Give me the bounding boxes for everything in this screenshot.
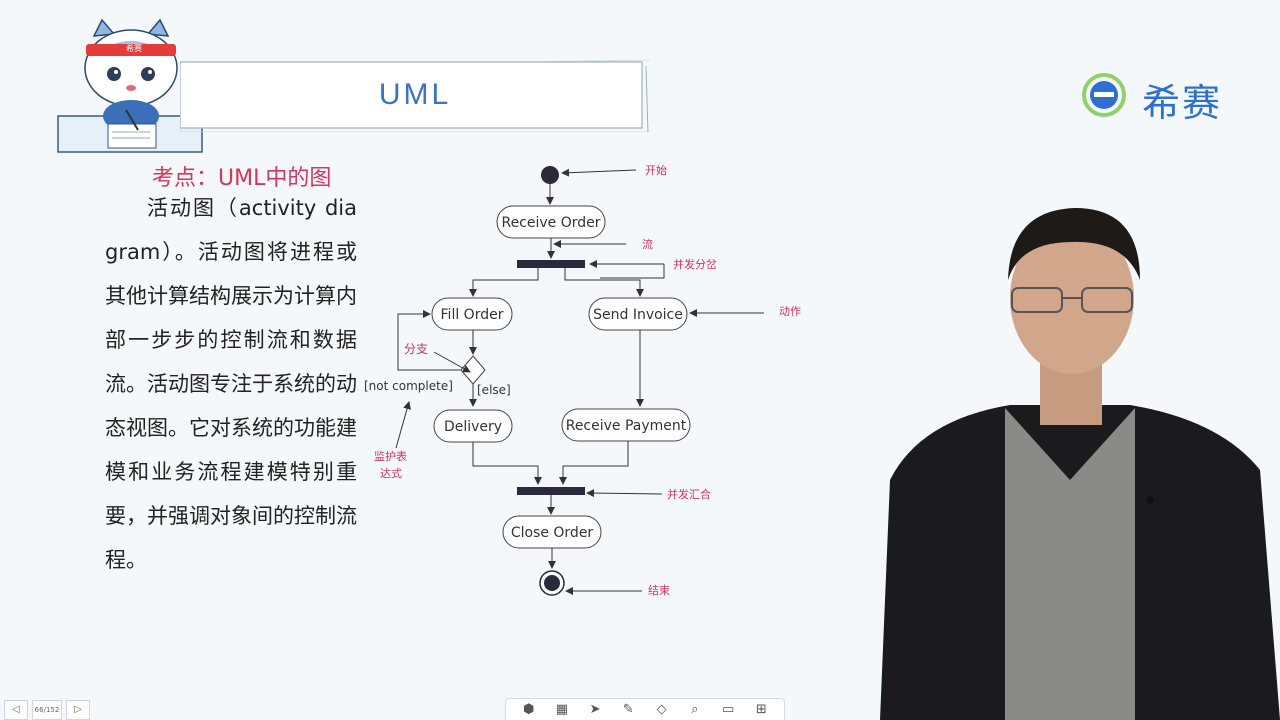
- activity-diagram: Receive Order Fill Order Send Invoice De…: [364, 163, 801, 597]
- annotation-toolbar: ⬢ ▦ ➤ ✎ ◇ ⌕ ▭ ⊞: [505, 698, 785, 720]
- fork-bar: [517, 260, 585, 268]
- delivery-label: Delivery: [444, 419, 502, 435]
- mascot-cat-icon: [57, 18, 203, 153]
- zoom-icon[interactable]: ⌕: [691, 701, 699, 717]
- send-invoice-node: [588, 297, 688, 331]
- page-navigator: ◁ 66/152 ▷: [0, 700, 104, 720]
- join-bar: [517, 487, 585, 495]
- cursor-icon[interactable]: ➤: [589, 701, 601, 717]
- end-node-inner: [544, 575, 560, 591]
- board-icon[interactable]: ⊞: [755, 701, 767, 717]
- fill-order-label: Fill Order: [441, 307, 504, 323]
- annotation-join: 并发汇合: [667, 487, 711, 501]
- cube-icon[interactable]: ⬢: [522, 701, 535, 717]
- screen-icon[interactable]: ▭: [721, 701, 735, 717]
- fill-order-node: [431, 297, 513, 331]
- mascot-badge: 希赛: [126, 44, 142, 53]
- annotation-guard-line1: 监护表: [374, 449, 407, 463]
- title-banner: [180, 60, 650, 132]
- presenter-video: [880, 208, 1280, 720]
- receive-payment-label: Receive Payment: [566, 418, 687, 434]
- next-page-button[interactable]: ▷: [66, 700, 90, 720]
- receive-order-label: Receive Order: [501, 215, 600, 231]
- annotation-flow: 流: [642, 237, 653, 251]
- annotation-branch: 分支: [404, 342, 428, 356]
- topic-heading: 考点：UML中的图: [152, 166, 332, 191]
- start-node: [541, 166, 559, 184]
- close-order-label: Close Order: [511, 525, 594, 541]
- send-invoice-label: Send Invoice: [593, 307, 683, 323]
- grid-icon[interactable]: ▦: [555, 701, 569, 717]
- annotation-end: 结束: [648, 584, 670, 597]
- guard-else: [else]: [477, 383, 511, 397]
- prev-page-button[interactable]: ◁: [4, 700, 28, 720]
- pen-icon[interactable]: ✎: [622, 701, 634, 717]
- receive-payment-node: [561, 408, 691, 442]
- annotation-guard-line2: 达式: [380, 467, 402, 480]
- slide-title: UML: [378, 78, 452, 111]
- guard-not-complete: [not complete]: [364, 379, 453, 393]
- eraser-icon[interactable]: ◇: [656, 701, 667, 717]
- xisai-logo-icon: [1082, 73, 1126, 117]
- body-paragraph: 活动图（activity diagram）。活动图将进程或其他计算结构展示为计算…: [105, 196, 357, 572]
- decision-diamond: [460, 355, 486, 385]
- annotation-fork: 并发分岔: [673, 257, 717, 271]
- page-number: 66/152: [32, 700, 62, 720]
- logo-text: 希赛: [1142, 81, 1223, 125]
- annotation-start: 开始: [645, 163, 667, 177]
- annotation-action: 动作: [779, 305, 801, 318]
